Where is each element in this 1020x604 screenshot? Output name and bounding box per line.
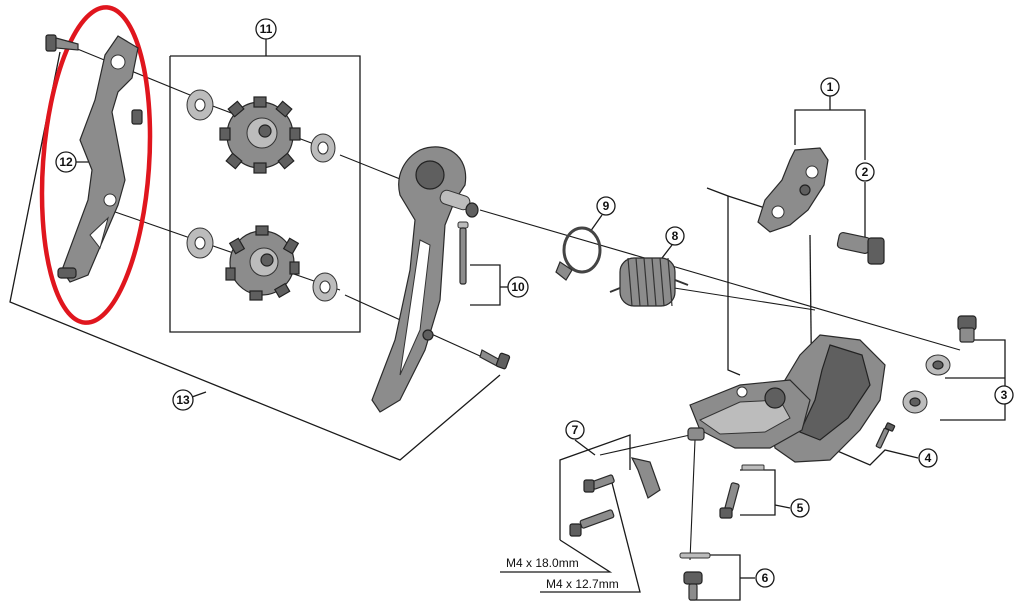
stopper-ring <box>555 226 602 281</box>
svg-text:9: 9 <box>603 199 610 213</box>
leader-lines <box>9 38 1006 601</box>
callout-7: 7 <box>565 420 585 440</box>
tension-pin <box>457 221 469 285</box>
callout-2: 2 <box>855 162 875 182</box>
adjust-nut-stack <box>902 315 977 414</box>
cable-bolt <box>679 552 711 601</box>
lower-pulley-wheel <box>225 225 300 301</box>
inner-cage-plate <box>371 146 479 413</box>
callout-4: 4 <box>918 448 938 468</box>
svg-text:1: 1 <box>827 80 834 94</box>
upper-pulley-set <box>186 89 336 174</box>
b-link <box>757 147 829 233</box>
upper-pulley-wheel <box>219 96 301 174</box>
cage-bolt-top <box>45 34 79 52</box>
svg-text:7: 7 <box>572 423 579 437</box>
bolt-dimension-long: M4 x 18.0mm <box>506 556 579 570</box>
link-bolt-set <box>569 457 661 537</box>
svg-text:2: 2 <box>862 165 869 179</box>
derailleur-body <box>687 334 886 463</box>
svg-text:13: 13 <box>176 393 190 407</box>
callout-5: 5 <box>790 498 810 518</box>
callout-6: 6 <box>755 568 775 588</box>
cage-bolt-bottom <box>479 349 511 370</box>
svg-text:4: 4 <box>925 451 932 465</box>
highlight-ring <box>39 5 153 325</box>
svg-text:10: 10 <box>511 280 525 294</box>
tension-spring <box>609 257 689 307</box>
callout-3: 3 <box>994 385 1014 405</box>
callout-11: 11 <box>255 18 277 40</box>
axis-lines <box>74 47 961 561</box>
svg-text:6: 6 <box>762 571 769 585</box>
callout-9: 9 <box>596 196 616 216</box>
small-screw <box>875 422 896 449</box>
callout-1: 1 <box>820 77 840 97</box>
svg-text:5: 5 <box>797 501 804 515</box>
adjust-screw <box>719 464 765 519</box>
svg-text:3: 3 <box>1001 388 1008 402</box>
callout-10: 10 <box>507 276 529 298</box>
mounting-bolt <box>836 231 885 265</box>
callout-13: 13 <box>172 389 194 411</box>
lower-pulley-set <box>186 225 338 302</box>
svg-text:8: 8 <box>672 229 679 243</box>
bolt-dimension-short: M4 x 12.7mm <box>546 577 619 591</box>
cage-plate <box>57 35 143 283</box>
svg-text:11: 11 <box>260 22 273 36</box>
svg-text:12: 12 <box>59 155 73 169</box>
callout-12: 12 <box>55 151 77 173</box>
callout-8: 8 <box>665 226 685 246</box>
